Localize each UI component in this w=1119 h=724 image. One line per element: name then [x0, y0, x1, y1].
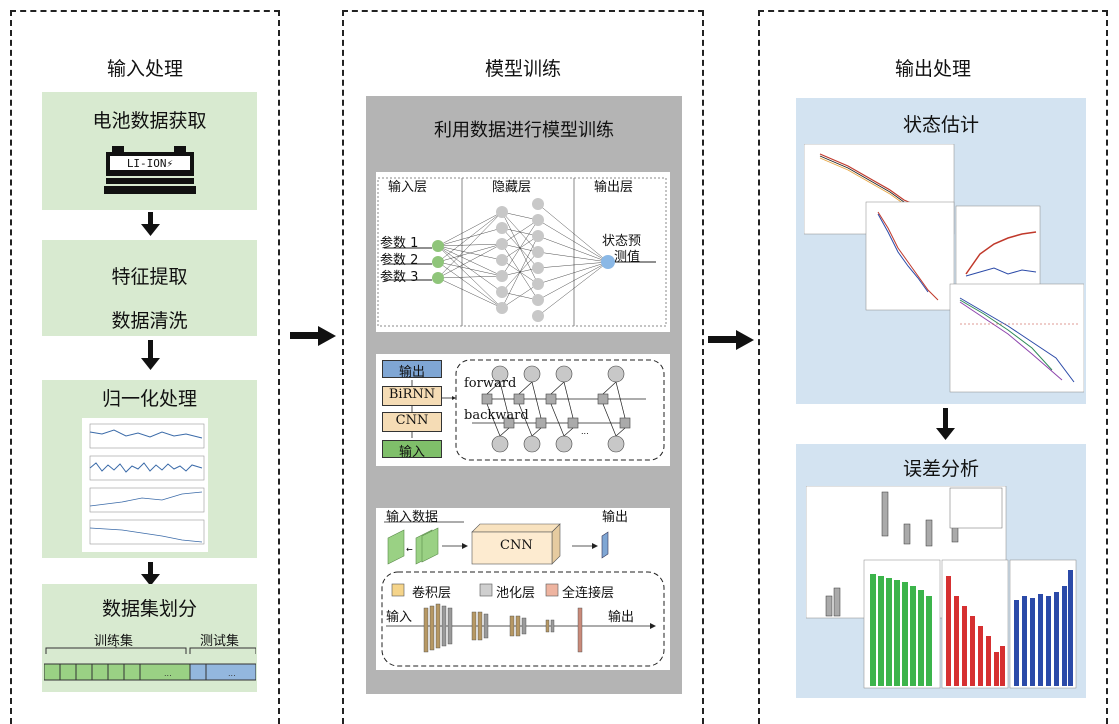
training-header: 利用数据进行模型训练 [434, 120, 614, 141]
birnn-box: BiRNN [382, 386, 442, 406]
error-analysis-label: 误差分析 [902, 458, 979, 480]
feature-extract-label: 特征提取 [111, 266, 188, 288]
svg-text:←: ← [406, 545, 413, 554]
cnn-inner-output-label: 输出 [608, 610, 635, 625]
state-estimation-plots [804, 144, 1084, 393]
arrow-right-icon [736, 330, 754, 350]
cnn-output-label: 输出 [602, 510, 629, 525]
input-layer-label: 输入层 [388, 180, 428, 195]
param1-label: 参数 1 [380, 236, 419, 251]
neural-network-diagram: 输入层 隐藏层 输出层 参数 1 参数 2 参数 3 状态预 测值 [376, 172, 670, 332]
state-estimation-box: 状态估计 [796, 98, 1086, 404]
output-pred-line2: 测值 [614, 250, 641, 265]
param3-label: 参数 3 [380, 270, 419, 285]
birnn-diagram: ... 输出 BiRNN CNN 输入 forward backward [376, 354, 670, 466]
normalization-box: 归一化处理 [42, 380, 257, 558]
cnn-diagram: ← [376, 508, 670, 670]
battery-icon: LI-ION⚡ [104, 146, 196, 194]
split-brackets [45, 646, 256, 654]
birnn-cnn-box: CNN [382, 412, 442, 432]
normalization-label: 归一化处理 [101, 388, 197, 410]
error-analysis-box: 误差分析 [796, 444, 1086, 698]
input-panel-title: 输入处理 [106, 58, 183, 80]
arrow-right-icon [318, 326, 336, 346]
battery-data-label: 电池数据获取 [92, 110, 207, 132]
arrow-down-icon [936, 428, 955, 440]
input-processing-panel: 输入处理 电池数据获取 LI-ION⚡ 特征提取 数据清洗 归一化处理 [10, 10, 280, 724]
normalized-signals-chart [82, 418, 208, 552]
conv-layer-label: 卷积层 [412, 586, 452, 601]
error-analysis-plots [806, 486, 1077, 689]
train-set-label: 训练集 [94, 634, 134, 649]
cnn-inner-input-label: 输入 [386, 610, 413, 625]
training-box: 利用数据进行模型训练 输入层 隐藏层 输出层 参数 1 参数 2 [366, 96, 682, 694]
dataset-split-label: 数据集划分 [101, 598, 197, 620]
dataset-split-box: 数据集划分 训练集 测试集 ... ... [42, 584, 257, 692]
svg-text:LI-ION⚡: LI-ION⚡ [127, 157, 173, 170]
feature-cleaning-box: 特征提取 数据清洗 [42, 240, 257, 336]
test-ellipsis: ... [228, 669, 236, 678]
dataset-bar: ... ... [44, 663, 256, 681]
svg-text:...: ... [581, 427, 589, 436]
model-training-panel: 模型训练 利用数据进行模型训练 输入层 隐藏层 输出层 参数 1 [342, 10, 704, 724]
arrow-down-icon [141, 358, 160, 370]
output-pred-line1: 状态预 [602, 234, 642, 249]
forward-label: forward [464, 376, 517, 391]
test-set-label: 测试集 [200, 634, 240, 649]
hidden-layer-label: 隐藏层 [492, 180, 532, 195]
cnn-input-data-label: 输入数据 [386, 510, 439, 525]
output-processing-panel: 输出处理 状态估计 误差分析 [758, 10, 1108, 724]
train-ellipsis: ... [164, 669, 172, 678]
output-panel-title: 输出处理 [894, 58, 971, 80]
state-estimation-label: 状态估计 [902, 114, 979, 136]
battery-data-box: 电池数据获取 LI-ION⚡ [42, 92, 257, 210]
arrow-down-icon [141, 574, 160, 586]
pool-layer-label: 池化层 [496, 586, 536, 601]
cnn-box-label: CNN [500, 538, 533, 553]
backward-label: backward [464, 408, 529, 423]
arrow-down-icon [141, 224, 160, 236]
data-clean-label: 数据清洗 [111, 310, 188, 332]
training-panel-title: 模型训练 [484, 58, 561, 80]
output-layer-label: 输出层 [594, 180, 634, 195]
fc-layer-label: 全连接层 [562, 586, 615, 601]
param2-label: 参数 2 [380, 253, 419, 268]
birnn-input-box: 输入 [382, 440, 442, 460]
birnn-output-box: 输出 [382, 360, 442, 380]
